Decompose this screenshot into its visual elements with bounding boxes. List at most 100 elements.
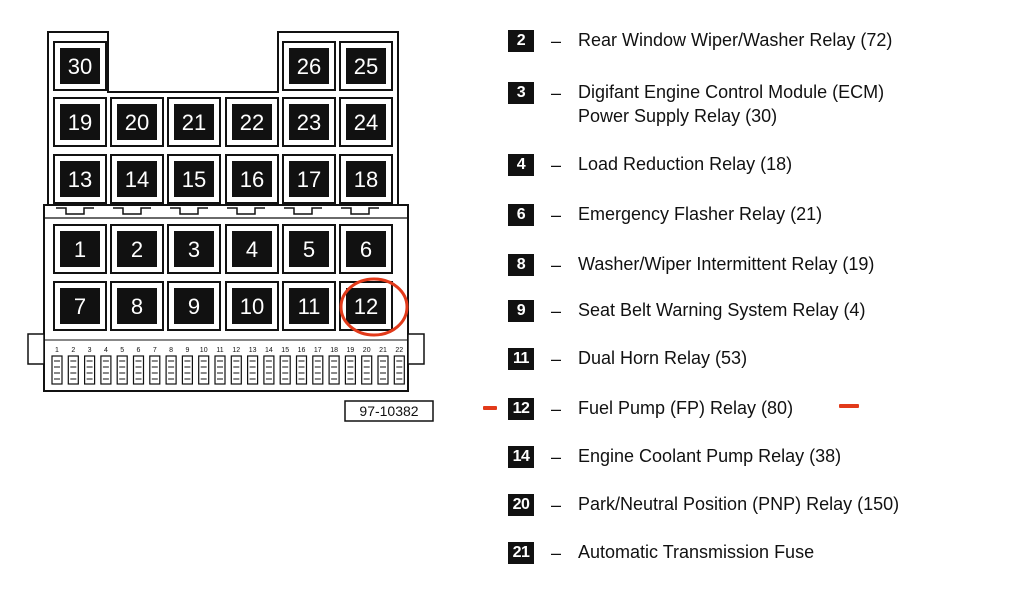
- fuse-number: 8: [169, 347, 173, 354]
- legend-relay-number: 9: [508, 300, 534, 322]
- fuse-number: 12: [232, 347, 240, 354]
- legend-relay-number: 11: [508, 348, 534, 370]
- relay-socket-inner: [117, 231, 157, 267]
- housing-clip: [56, 207, 94, 215]
- relay-number: 6: [360, 237, 372, 262]
- relay-number: 23: [297, 110, 321, 135]
- fuse-number: 21: [379, 347, 387, 354]
- legend-description: Park/Neutral Position (PNP) Relay (150): [578, 494, 900, 514]
- relay-number: 3: [188, 237, 200, 262]
- highlight-mark-right: [839, 404, 859, 408]
- legend-item: 2–Rear Window Wiper/Washer Relay (72): [508, 28, 892, 54]
- legend-relay-number: 6: [508, 204, 534, 226]
- relay-socket-inner: [346, 161, 386, 197]
- relay-number: 17: [297, 167, 321, 192]
- legend-dash: –: [550, 301, 561, 321]
- fuse-number: 1: [55, 347, 59, 354]
- relay-number: 9: [188, 294, 200, 319]
- fuse-slot: [51, 355, 63, 385]
- relay-number: 1: [74, 237, 86, 262]
- fuse-number: 19: [347, 347, 355, 354]
- relay-socket-inner: [232, 104, 272, 140]
- legend-item: 9–Seat Belt Warning System Relay (4): [508, 298, 865, 324]
- reference-box: [344, 400, 434, 422]
- legend-relay-number: 12: [508, 398, 534, 420]
- legend-item: 14–Engine Coolant Pump Relay (38): [508, 444, 841, 470]
- relay-socket-inner: [289, 161, 329, 197]
- fuse-slot: [263, 355, 275, 385]
- legend-dash: –: [550, 495, 561, 515]
- relay-number: 2: [131, 237, 143, 262]
- legend-description: Digifant Engine Control Module (ECM) Pow…: [578, 82, 885, 126]
- relay-number: 26: [297, 54, 321, 79]
- relay-number: 18: [354, 167, 378, 192]
- left-side-tab: [27, 333, 45, 365]
- fuse-number: 3: [88, 347, 92, 354]
- legend-item: 21–Automatic Transmission Fuse: [508, 540, 814, 566]
- legend-description: Emergency Flasher Relay (21): [578, 204, 823, 224]
- legend-dash: –: [550, 349, 561, 369]
- relay-socket-inner: [60, 288, 100, 324]
- fuse-slot: [361, 355, 373, 385]
- relay-socket-inner: [232, 161, 272, 197]
- highlight-circle: [339, 277, 409, 337]
- fuse-slot: [393, 355, 405, 385]
- right-side-tab: [407, 333, 425, 365]
- legend-relay-number: 3: [508, 82, 534, 104]
- legend-relay-number: 4: [508, 154, 534, 176]
- fuse-number: 5: [120, 347, 124, 354]
- relay-socket-inner: [346, 288, 386, 324]
- relay-socket-inner: [346, 104, 386, 140]
- relay-number: 30: [68, 54, 92, 79]
- relay-socket-inner: [60, 104, 100, 140]
- legend-description: Washer/Wiper Intermittent Relay (19): [578, 254, 875, 274]
- relay-number: 15: [182, 167, 206, 192]
- legend-item: 11–Dual Horn Relay (53): [508, 346, 747, 372]
- relay-socket-inner: [346, 48, 386, 84]
- fuse-slot: [312, 355, 324, 385]
- legend-relay-number: 21: [508, 542, 534, 564]
- fuse-slot: [214, 355, 226, 385]
- legend-dash: –: [550, 83, 561, 103]
- legend-dash: –: [550, 255, 561, 275]
- relay-socket-inner: [117, 104, 157, 140]
- fuse-slot: [181, 355, 193, 385]
- housing-clip: [341, 207, 379, 215]
- legend-item: 3–Digifant Engine Control Module (ECM) P…: [508, 80, 884, 128]
- fuse-slot: [198, 355, 210, 385]
- highlight-mark-left: [483, 406, 497, 410]
- relay-number: 11: [298, 294, 321, 319]
- relay-number: 13: [68, 167, 92, 192]
- relay-socket-inner: [60, 48, 100, 84]
- relay-socket-inner: [174, 288, 214, 324]
- fuse-number: 7: [153, 347, 157, 354]
- fuse-slot: [100, 355, 112, 385]
- relay-socket-inner: [117, 288, 157, 324]
- legend-item: 6–Emergency Flasher Relay (21): [508, 202, 822, 228]
- legend-relay-number: 8: [508, 254, 534, 276]
- relay-socket-inner: [232, 288, 272, 324]
- fuse-number: 11: [216, 347, 223, 354]
- legend-item: 4–Load Reduction Relay (18): [508, 152, 792, 178]
- legend-description: Dual Horn Relay (53): [578, 348, 748, 368]
- fuse-number: 10: [200, 347, 208, 354]
- reference-number: 97-10382: [359, 403, 418, 419]
- relay-socket-inner: [232, 231, 272, 267]
- relay-number: 8: [131, 294, 143, 319]
- fuse-number: 15: [281, 347, 289, 354]
- housing-clip: [170, 207, 208, 215]
- relay-socket-inner: [289, 48, 329, 84]
- fuse-slot: [83, 355, 96, 385]
- fuse-slot: [247, 355, 259, 385]
- fuse-slot: [165, 355, 177, 385]
- relay-socket-inner: [60, 161, 100, 197]
- fuse-number: 16: [298, 347, 306, 354]
- fuse-number: 17: [314, 347, 322, 354]
- legend-description: Fuel Pump (FP) Relay (80): [578, 398, 794, 418]
- relay-socket-inner: [289, 104, 329, 140]
- fuse-number: 2: [71, 347, 75, 354]
- housing-clip: [284, 207, 322, 215]
- relay-number: 5: [303, 237, 315, 262]
- fuse-slot: [377, 355, 389, 385]
- relay-socket-inner: [346, 231, 386, 267]
